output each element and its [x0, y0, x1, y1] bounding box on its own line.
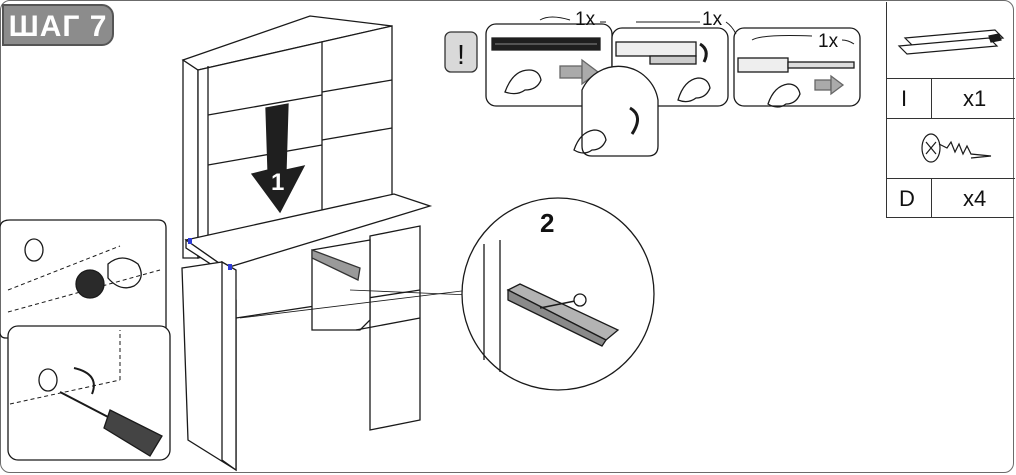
- hand-icon: [767, 83, 801, 108]
- drawer-slide-rail-icon: [897, 29, 1005, 55]
- release-arrow-icon: [699, 42, 708, 63]
- desk-rail-icon: [311, 249, 361, 281]
- hand-icon: [504, 69, 542, 95]
- step-badge: ШАГ 7: [2, 4, 114, 46]
- hand-icon: [573, 129, 607, 154]
- detail-circle: [461, 197, 655, 391]
- rail-detail-inset: [581, 65, 659, 157]
- hand-icon: [107, 257, 142, 289]
- rotate-arrow-icon: [73, 367, 95, 395]
- screwdriver-inset: [7, 325, 171, 461]
- step-label: ШАГ 7: [8, 10, 108, 43]
- rail-procedure: ! 1x 1x 1x: [444, 9, 861, 157]
- desk: [181, 193, 471, 472]
- push-arrow-icon: [559, 65, 583, 79]
- screw-detail: 2: [461, 197, 655, 391]
- detail-number: 2: [540, 208, 554, 238]
- part-id-screw: D: [899, 186, 915, 211]
- hole-icon: [24, 238, 44, 262]
- rotate-arrow-icon: [629, 106, 639, 135]
- mount-arrow: 1: [250, 103, 306, 214]
- part-id-rail: I: [901, 86, 908, 111]
- screw-icon: [921, 133, 992, 163]
- connector-icon: [228, 264, 232, 270]
- cam-lock-icon: [75, 269, 105, 299]
- rail-qty-3: 1x: [818, 31, 839, 52]
- rail-qty-2: 1x: [702, 9, 723, 30]
- warning-mark: !: [457, 39, 465, 70]
- screwdriver-icon: [59, 391, 111, 419]
- cam-lock-inset: [0, 219, 167, 339]
- part-qty-rail: x1: [963, 86, 987, 111]
- screw-icon: [539, 299, 581, 309]
- rail-extended-icon: [787, 61, 855, 69]
- connector-icon: [188, 238, 192, 244]
- parts-table: I x1 D x4: [886, 2, 1015, 218]
- warning-box: [444, 31, 478, 73]
- part-qty-screw: x4: [963, 186, 987, 211]
- hutch: [181, 15, 393, 259]
- rail-open-icon: [615, 41, 697, 57]
- rail-qty-1: 1x: [575, 9, 596, 30]
- mount-arrow-number: 1: [271, 169, 284, 196]
- pull-arrow-icon: [814, 79, 832, 91]
- hand-icon: [677, 77, 711, 103]
- cam-screw-icon: [38, 368, 58, 392]
